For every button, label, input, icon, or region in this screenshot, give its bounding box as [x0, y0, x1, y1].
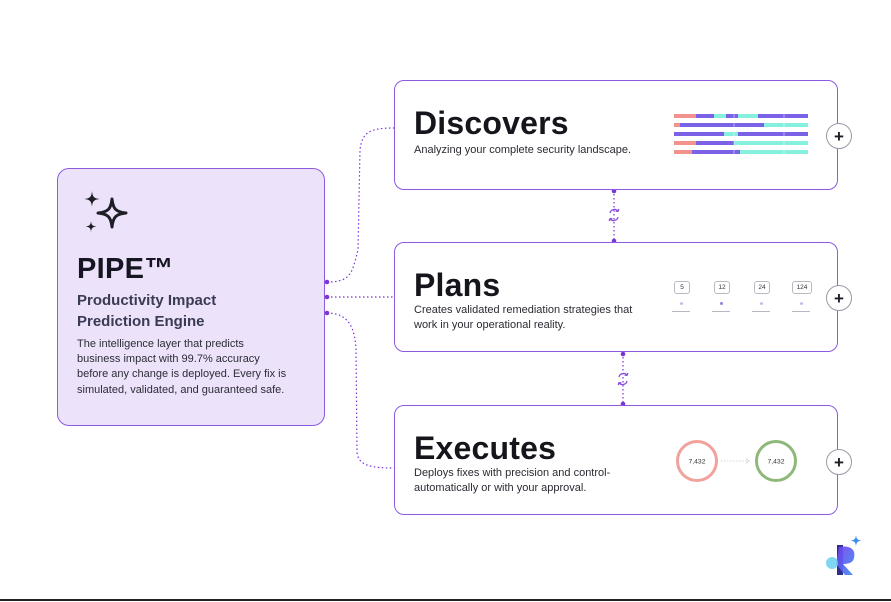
- expand-discovers-button[interactable]: +: [826, 123, 852, 149]
- plans-steps-graphic: 5 12 24 124: [671, 281, 812, 321]
- stage-card-plans: Plans Creates validated remediation stra…: [394, 242, 838, 352]
- sync-icon: [617, 372, 629, 386]
- pipe-description: The intelligence layer that predicts bus…: [77, 338, 287, 396]
- plan-step-line: [712, 311, 730, 312]
- expand-plans-button[interactable]: +: [826, 285, 852, 311]
- plan-step-value: 24: [754, 281, 770, 294]
- sparkles-icon: [84, 191, 128, 232]
- pipe-card: PIPE™ Productivity Impact Prediction Eng…: [57, 168, 325, 426]
- pipe-title: PIPE™: [77, 253, 174, 285]
- stage-title: Discovers: [414, 105, 569, 141]
- sync-icon: [608, 208, 620, 222]
- plan-step-dot: [720, 302, 723, 305]
- plan-step-dot: [680, 302, 683, 305]
- brand-logo: [826, 535, 862, 575]
- stage-title: Plans: [414, 267, 501, 303]
- execution-rings-graphic: 7,432 7,432: [676, 440, 797, 482]
- plan-step-dot: [800, 302, 803, 305]
- stage-title: Executes: [414, 430, 557, 466]
- bottom-divider: [0, 599, 891, 601]
- stage-card-executes: Executes Deploys fixes with precision an…: [394, 405, 838, 515]
- stage-card-discovers: Discovers Analyzing your complete securi…: [394, 80, 838, 190]
- after-value: 7,432: [767, 459, 784, 466]
- plan-step-value: 5: [674, 281, 690, 294]
- plan-step-value: 12: [714, 281, 730, 294]
- plan-step-dot: [760, 302, 763, 305]
- stage-description: Deploys fixes with precision and control…: [414, 467, 611, 494]
- stage-description: Analyzing your complete security landsca…: [414, 144, 632, 156]
- before-value: 7,432: [688, 459, 705, 466]
- connector-to-executes: [326, 312, 395, 469]
- pipe-subtitle: Productivity Impact Prediction Engine: [77, 292, 217, 330]
- connector-to-discovers: [326, 127, 395, 283]
- plan-step-line: [672, 311, 690, 312]
- plan-step-value: 124: [792, 281, 812, 294]
- plan-step-line: [792, 311, 810, 312]
- stage-description: Creates validated remediation strategies…: [414, 304, 633, 331]
- plan-step-line: [752, 311, 770, 312]
- discovery-bars-graphic: [674, 112, 808, 158]
- expand-executes-button[interactable]: +: [826, 449, 852, 475]
